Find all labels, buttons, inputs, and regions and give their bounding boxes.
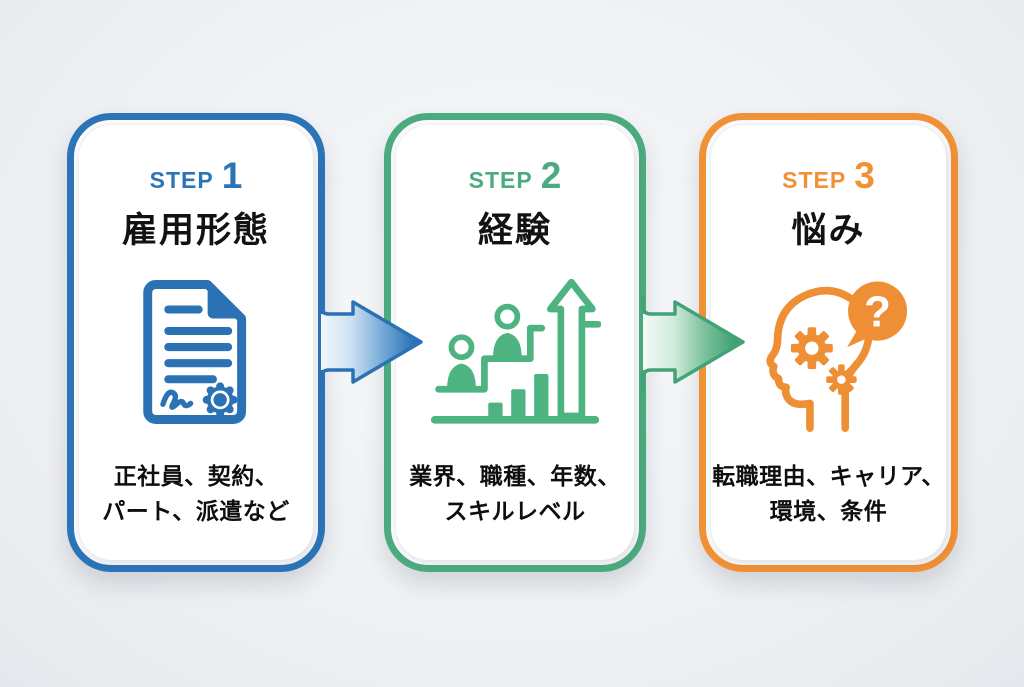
step-3-header: STEP 3 — [782, 157, 875, 194]
thinking-head-question-icon: ? — [741, 269, 917, 435]
step-card-3-inner: STEP 3 悩み — [711, 125, 946, 560]
step-3-description: 転職理由、キャリア、 環境、条件 — [712, 459, 945, 528]
question-bubble: ? — [846, 281, 907, 348]
description-line: 業界、職種、年数、 — [409, 463, 621, 489]
step-number: 2 — [540, 155, 562, 196]
step-3-title: 悩み — [791, 211, 866, 250]
step-label: STEP — [782, 167, 847, 193]
step-label: STEP — [468, 167, 533, 193]
step-card-1: STEP 1 雇用形態 — [67, 113, 325, 572]
gear-small — [825, 364, 857, 395]
step-1-header: STEP 1 — [150, 157, 243, 194]
seal-stamp — [202, 382, 238, 418]
step-2-description: 業界、職種、年数、 スキルレベル — [409, 459, 621, 528]
description-line: 正社員、契約、 — [113, 463, 279, 489]
description-line: パート、派遣など — [102, 497, 290, 524]
flow-arrow-1-2-icon — [319, 295, 423, 393]
growth-chart-icon — [429, 269, 601, 435]
step-2-header: STEP 2 — [469, 157, 562, 194]
step-number: 1 — [221, 155, 243, 196]
step-1-description: 正社員、契約、 パート、派遣など — [102, 459, 290, 528]
flow-arrow-2-3-icon — [641, 295, 745, 393]
step-card-1-inner: STEP 1 雇用形態 — [79, 125, 313, 560]
contract-document-icon — [120, 269, 272, 435]
gear-large — [790, 327, 833, 370]
step-number: 3 — [854, 155, 875, 196]
svg-text:?: ? — [864, 287, 891, 336]
step-2-title: 経験 — [477, 211, 552, 250]
step-card-3: STEP 3 悩み — [699, 113, 958, 572]
step-1-title: 雇用形態 — [121, 211, 270, 250]
description-line: 転職理由、キャリア、 — [712, 463, 945, 489]
step-label: STEP — [149, 167, 214, 193]
description-line: スキルレベル — [444, 497, 586, 524]
description-line: 環境、条件 — [769, 497, 888, 524]
step-card-2-inner: STEP 2 経験 業 — [396, 125, 634, 560]
